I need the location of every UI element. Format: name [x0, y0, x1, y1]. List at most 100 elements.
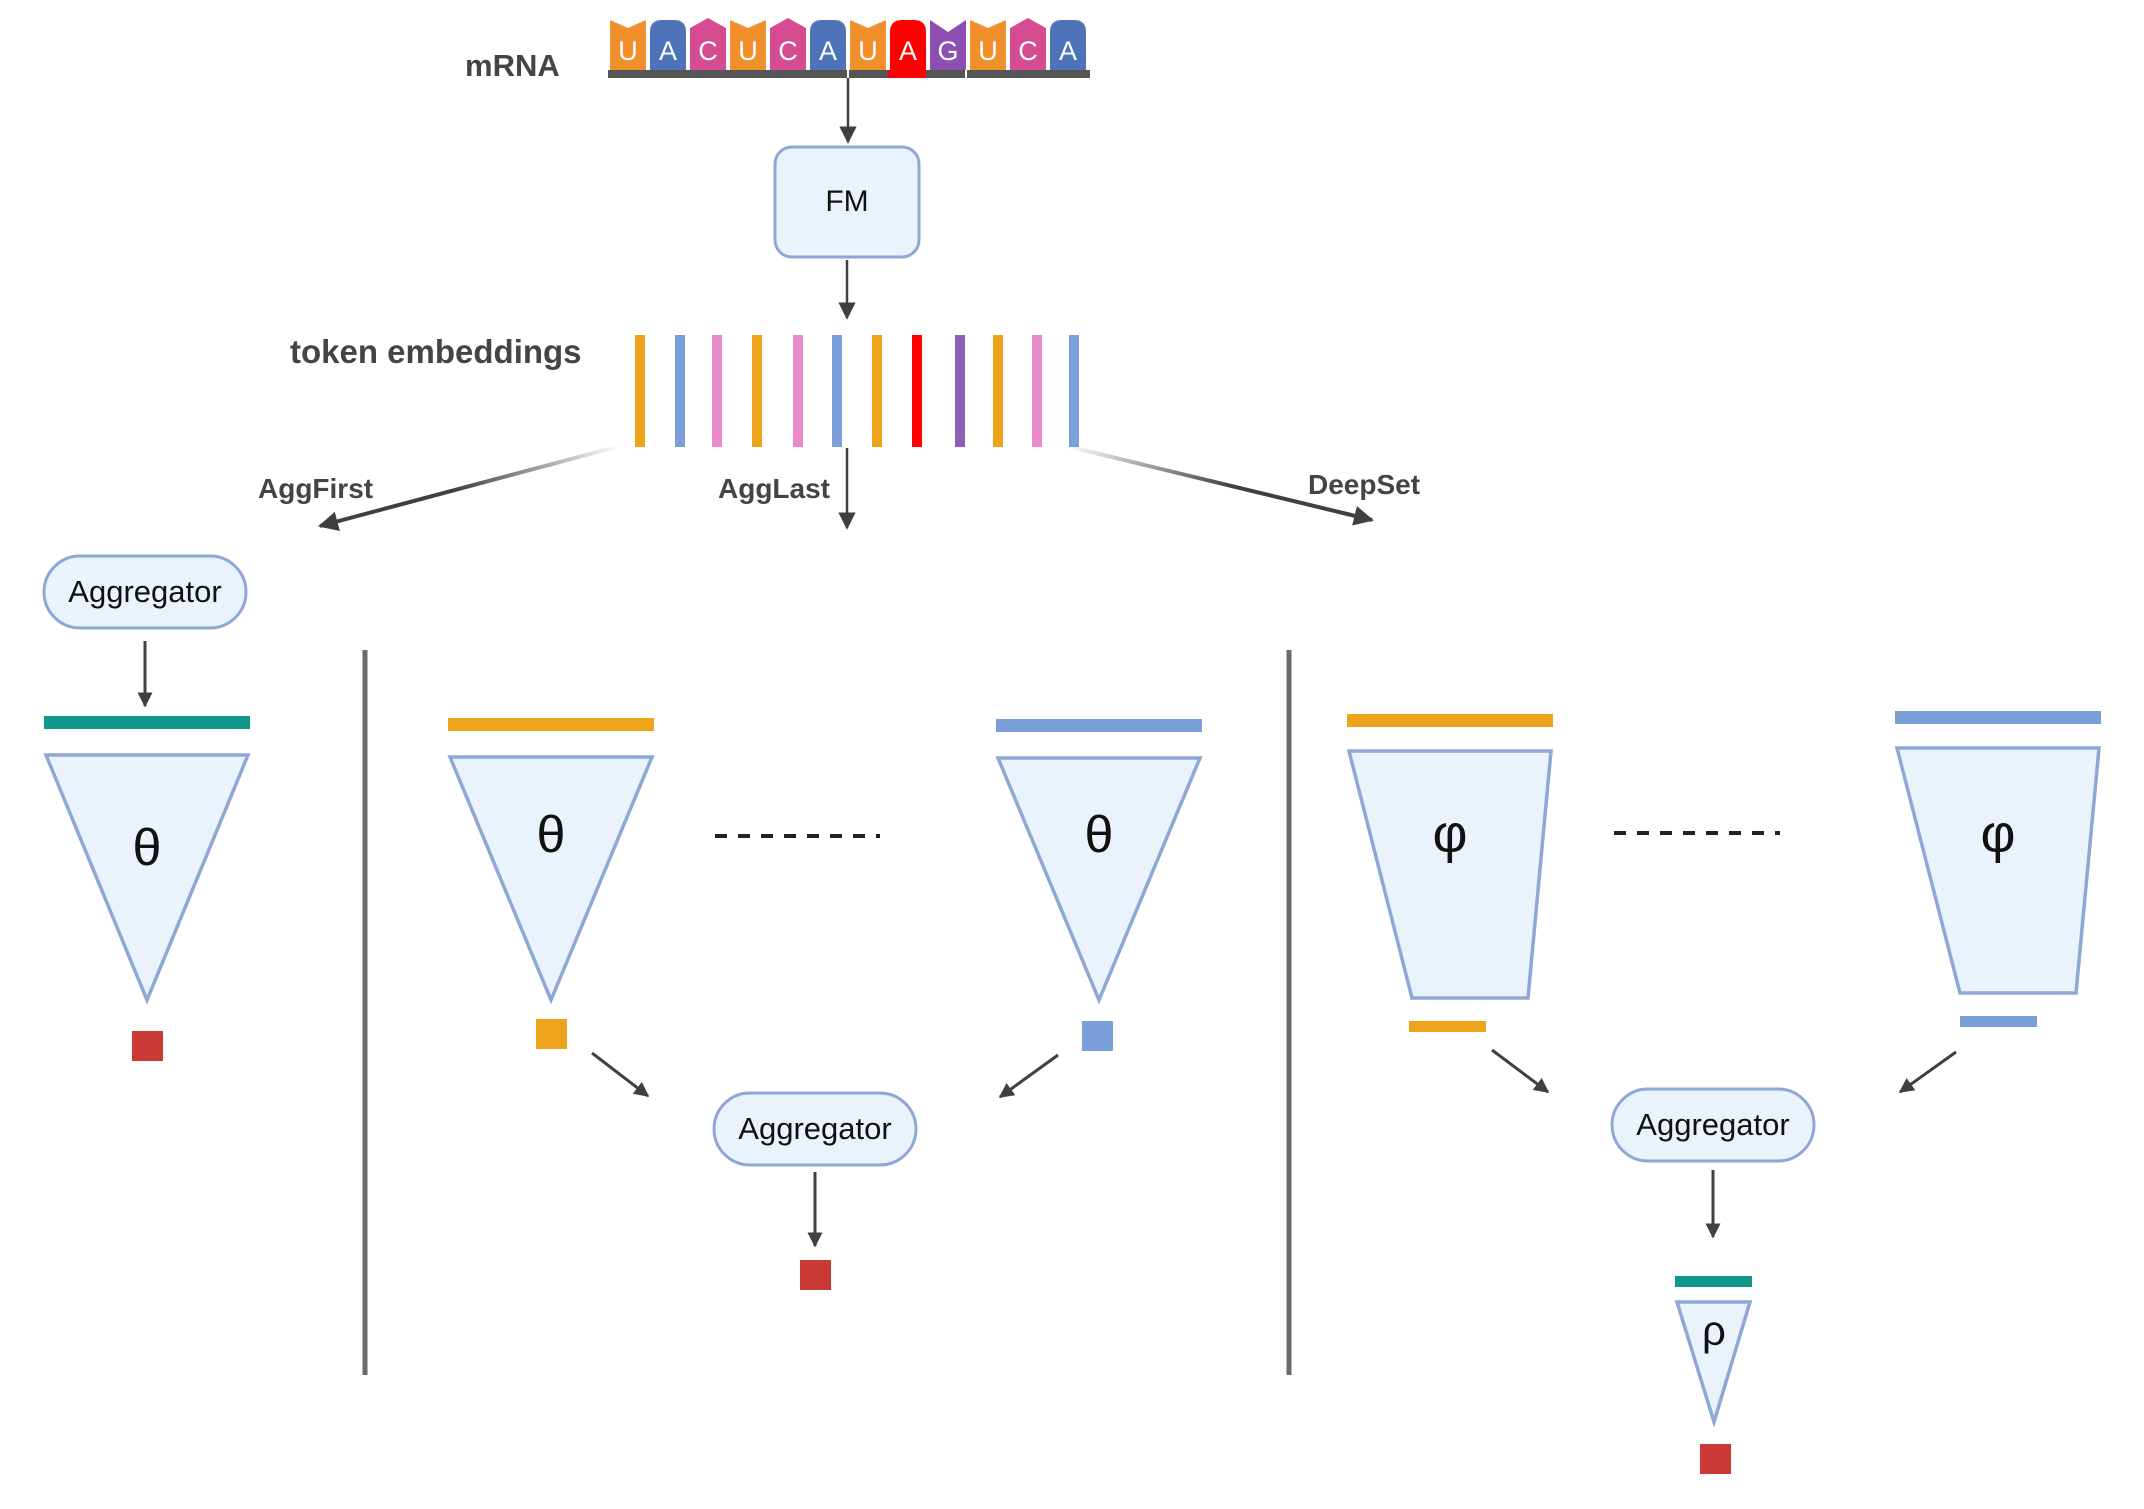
nucleotide-tile — [1050, 20, 1086, 70]
deepset-first-to-aggregator-arrow — [1491, 1048, 1550, 1094]
token-embedding-1 — [635, 335, 645, 447]
nucleotide-tile — [810, 20, 846, 70]
fm-box — [773, 145, 921, 259]
nucleotide-letter: U — [858, 36, 878, 66]
nucleotide-tile — [730, 20, 766, 70]
nucleotide-4: U — [730, 20, 766, 70]
token-embedding-8 — [912, 335, 922, 447]
agglast-vector-first — [448, 718, 654, 731]
aggfirst-theta-network — [43, 753, 251, 1005]
deepset-output-last — [1960, 1016, 2037, 1027]
nucleotide-3: C — [690, 18, 726, 70]
fm-label: FM — [825, 185, 868, 218]
nucleotide-10: U — [970, 20, 1006, 70]
deepset-branch-arrow — [1065, 444, 1374, 526]
nucleotide-8: A — [890, 20, 926, 70]
token-embedding-9 — [955, 335, 965, 447]
aggfirst-aggregator-label: Aggregator — [68, 574, 221, 609]
nucleotide-letter: U — [618, 36, 638, 66]
nucleotide-letter: U — [738, 36, 758, 66]
agglast-output-first — [536, 1019, 567, 1049]
aggfirst-panel: Aggregator θ — [42, 554, 251, 1061]
nucleotide-letter: C — [1018, 36, 1038, 66]
agglast-theta-network-last — [995, 756, 1203, 1005]
nucleotide-tile — [690, 18, 726, 70]
deepset-aggregator-box — [1610, 1087, 1816, 1163]
token-embeddings-label: token embeddings — [290, 333, 582, 370]
token-embedding-11 — [1032, 335, 1042, 447]
deepset-aggregator-label: Aggregator — [1636, 1107, 1789, 1142]
deepset-output-first — [1409, 1021, 1486, 1032]
token-embedding-10 — [993, 335, 1003, 447]
token-embedding-bars — [635, 335, 1079, 447]
token-embedding-4 — [752, 335, 762, 447]
nucleotide-7: U — [850, 20, 886, 70]
deepset-phi-network-first — [1346, 749, 1553, 1000]
nucleotide-2: A — [650, 20, 686, 70]
nucleotide-tile — [610, 20, 646, 70]
nucleotide-tile — [890, 20, 926, 70]
nucleotide-letter: G — [937, 36, 958, 66]
agglast-output-last — [1082, 1021, 1113, 1051]
deepset-rho-symbol: ρ — [1702, 1307, 1726, 1354]
deepset-final-output — [1700, 1444, 1731, 1474]
nucleotide-tile — [970, 20, 1006, 70]
aggfirst-output — [132, 1031, 163, 1061]
nucleotide-letter: A — [819, 36, 837, 66]
deepset-panel: φ φ Aggregator ρ — [1346, 711, 2101, 1474]
nucleotide-12: A — [1050, 20, 1086, 70]
agglast-first-to-aggregator-arrow — [591, 1051, 650, 1098]
nucleotide-11: C — [1010, 18, 1046, 70]
agglast-theta-symbol-last: θ — [1085, 806, 1114, 864]
nucleotide-letter: C — [698, 36, 718, 66]
nucleotide-tile — [850, 20, 886, 70]
token-embedding-6 — [832, 335, 842, 447]
aggfirst-label: AggFirst — [258, 473, 373, 504]
nucleotide-tile — [930, 20, 966, 70]
token-embedding-12 — [1069, 335, 1079, 447]
deepset-last-to-aggregator-arrow — [1898, 1050, 1957, 1094]
nucleotide-6: A — [810, 20, 846, 70]
agglast-label: AggLast — [718, 473, 830, 504]
agglast-final-output — [800, 1260, 831, 1290]
deepset-rho-network — [1674, 1300, 1753, 1429]
agglast-theta-symbol-first: θ — [537, 806, 566, 864]
agglast-panel: θ θ Aggregator — [447, 718, 1203, 1290]
agglast-aggregator-label: Aggregator — [738, 1111, 891, 1146]
aggfirst-branch-arrow — [318, 444, 621, 532]
aggfirst-theta-symbol: θ — [133, 819, 162, 877]
aggfirst-aggregated-vector — [44, 716, 250, 729]
nucleotide-tile — [770, 18, 806, 70]
token-embedding-3 — [712, 335, 722, 447]
mrna-label: mRNA — [465, 48, 560, 83]
agglast-vector-last — [996, 719, 1202, 732]
agglast-theta-network-first — [447, 755, 655, 1005]
nucleotide-letter: A — [899, 36, 917, 66]
nucleotide-tile — [1010, 18, 1046, 70]
deepset-vector-first — [1347, 714, 1553, 727]
token-embedding-7 — [872, 335, 882, 447]
nucleotide-letter: U — [978, 36, 998, 66]
deepset-label: DeepSet — [1308, 469, 1420, 500]
token-embedding-5 — [793, 335, 803, 447]
nucleotide-tile — [650, 20, 686, 70]
agglast-aggregator-box — [712, 1091, 918, 1167]
nucleotide-9: G — [930, 20, 966, 70]
deepset-vector-last — [1895, 711, 2101, 724]
token-embedding-2 — [675, 335, 685, 447]
nucleotide-letter: C — [778, 36, 798, 66]
deepset-phi-network-last — [1894, 746, 2101, 995]
fm-node: FM — [773, 145, 921, 259]
nucleotide-letter: A — [1059, 36, 1077, 66]
nucleotide-5: C — [770, 18, 806, 70]
nucleotide-1: U — [610, 20, 646, 70]
deepset-phi-symbol-first: φ — [1432, 804, 1467, 864]
deepset-aggregated-vector — [1675, 1276, 1752, 1287]
agglast-last-to-aggregator-arrow — [998, 1053, 1059, 1099]
nucleotide-letter: A — [659, 36, 677, 66]
deepset-phi-symbol-last: φ — [1980, 804, 2015, 864]
aggfirst-aggregator-box — [42, 554, 248, 630]
mrna-backbone-highlight — [888, 70, 926, 78]
